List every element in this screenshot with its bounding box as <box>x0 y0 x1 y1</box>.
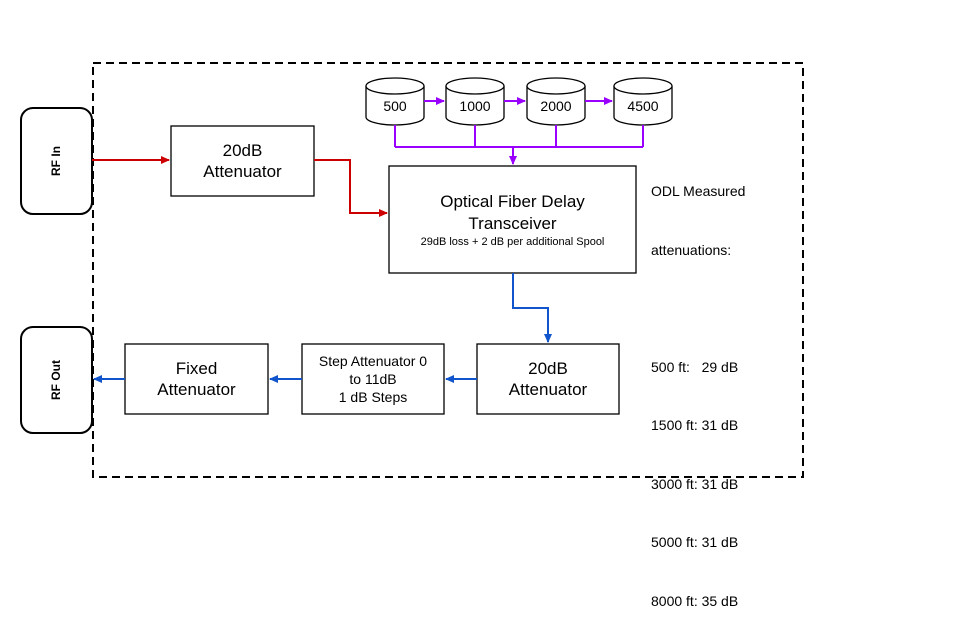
block-diagram <box>20 62 804 478</box>
measured-row: 3000 ft: 31 dB <box>651 475 739 492</box>
attenuator-20db-top-label: 20dB Attenuator <box>171 140 314 182</box>
attenuator-20db-bottom-line2: Attenuator <box>508 380 588 399</box>
step-attenuator-line2: to 11dB <box>349 371 397 387</box>
attenuator-20db-bottom-label: 20dB Attenuator <box>477 358 619 400</box>
transceiver-note: 29dB loss + 2 dB per additional Spool <box>420 236 605 248</box>
measured-row: 500 ft: 29 dB <box>651 358 739 375</box>
measured-attenuations: ODL Measured attenuations: 500 ft: 29 dB… <box>651 143 745 631</box>
fixed-attenuator-line1: Fixed <box>175 359 218 378</box>
spool-500-icon <box>365 77 425 126</box>
transceiver-line2: Transceiver <box>468 214 557 233</box>
attenuator-to-transceiver-arrow <box>314 159 388 217</box>
step-attenuator-line1: Step Attenuator 0 <box>318 353 428 369</box>
attenuator-20db-top-box <box>170 125 315 197</box>
attenuator-20db-bottom-line1: 20dB <box>528 359 568 378</box>
step-attenuator-label: Step Attenuator 0 to 11dB 1 dB Steps <box>302 352 444 406</box>
spool-label: 4500 <box>627 98 659 114</box>
rf-out-label: RF Out <box>49 360 63 400</box>
transceiver-box <box>388 165 637 274</box>
measured-title-line1: ODL Measured <box>651 183 746 199</box>
spool-bus <box>394 125 644 148</box>
system-enclosure <box>92 62 804 478</box>
measured-title-line2: attenuations: <box>651 241 732 258</box>
attenuator-20db-top-line1: 20dB <box>222 141 263 160</box>
measured-row: 8000 ft: 35 dB <box>651 592 739 609</box>
fixed-attenuator-box <box>124 343 269 415</box>
spool-4500-icon <box>613 77 673 126</box>
measured-row: 1500 ft: 31 dB <box>651 417 739 433</box>
step-attenuator-line3: 1 dB Steps <box>338 389 408 405</box>
fixed-attenuator-line2: Attenuator <box>157 380 236 399</box>
transceiver-line1: Optical Fiber Delay <box>440 192 585 211</box>
spool-2000-icon <box>526 77 586 126</box>
fixed-attenuator-label: Fixed Attenuator <box>125 358 268 400</box>
attenuator-20db-top-line2: Attenuator <box>203 162 282 181</box>
spool-label: 500 <box>383 98 407 114</box>
spool-label: 1000 <box>459 98 491 114</box>
rf-out-port <box>20 326 93 434</box>
attenuator-20db-bottom-box <box>476 343 620 415</box>
spool-label: 2000 <box>540 98 572 114</box>
transceiver-to-attenuator-arrow <box>512 273 552 343</box>
rf-in-label: RF In <box>49 146 63 176</box>
transceiver-label: Optical Fiber Delay Transceiver 29dB los… <box>389 191 636 249</box>
spool-1000-icon <box>445 77 505 126</box>
measured-row: 5000 ft: 31 dB <box>651 534 739 550</box>
